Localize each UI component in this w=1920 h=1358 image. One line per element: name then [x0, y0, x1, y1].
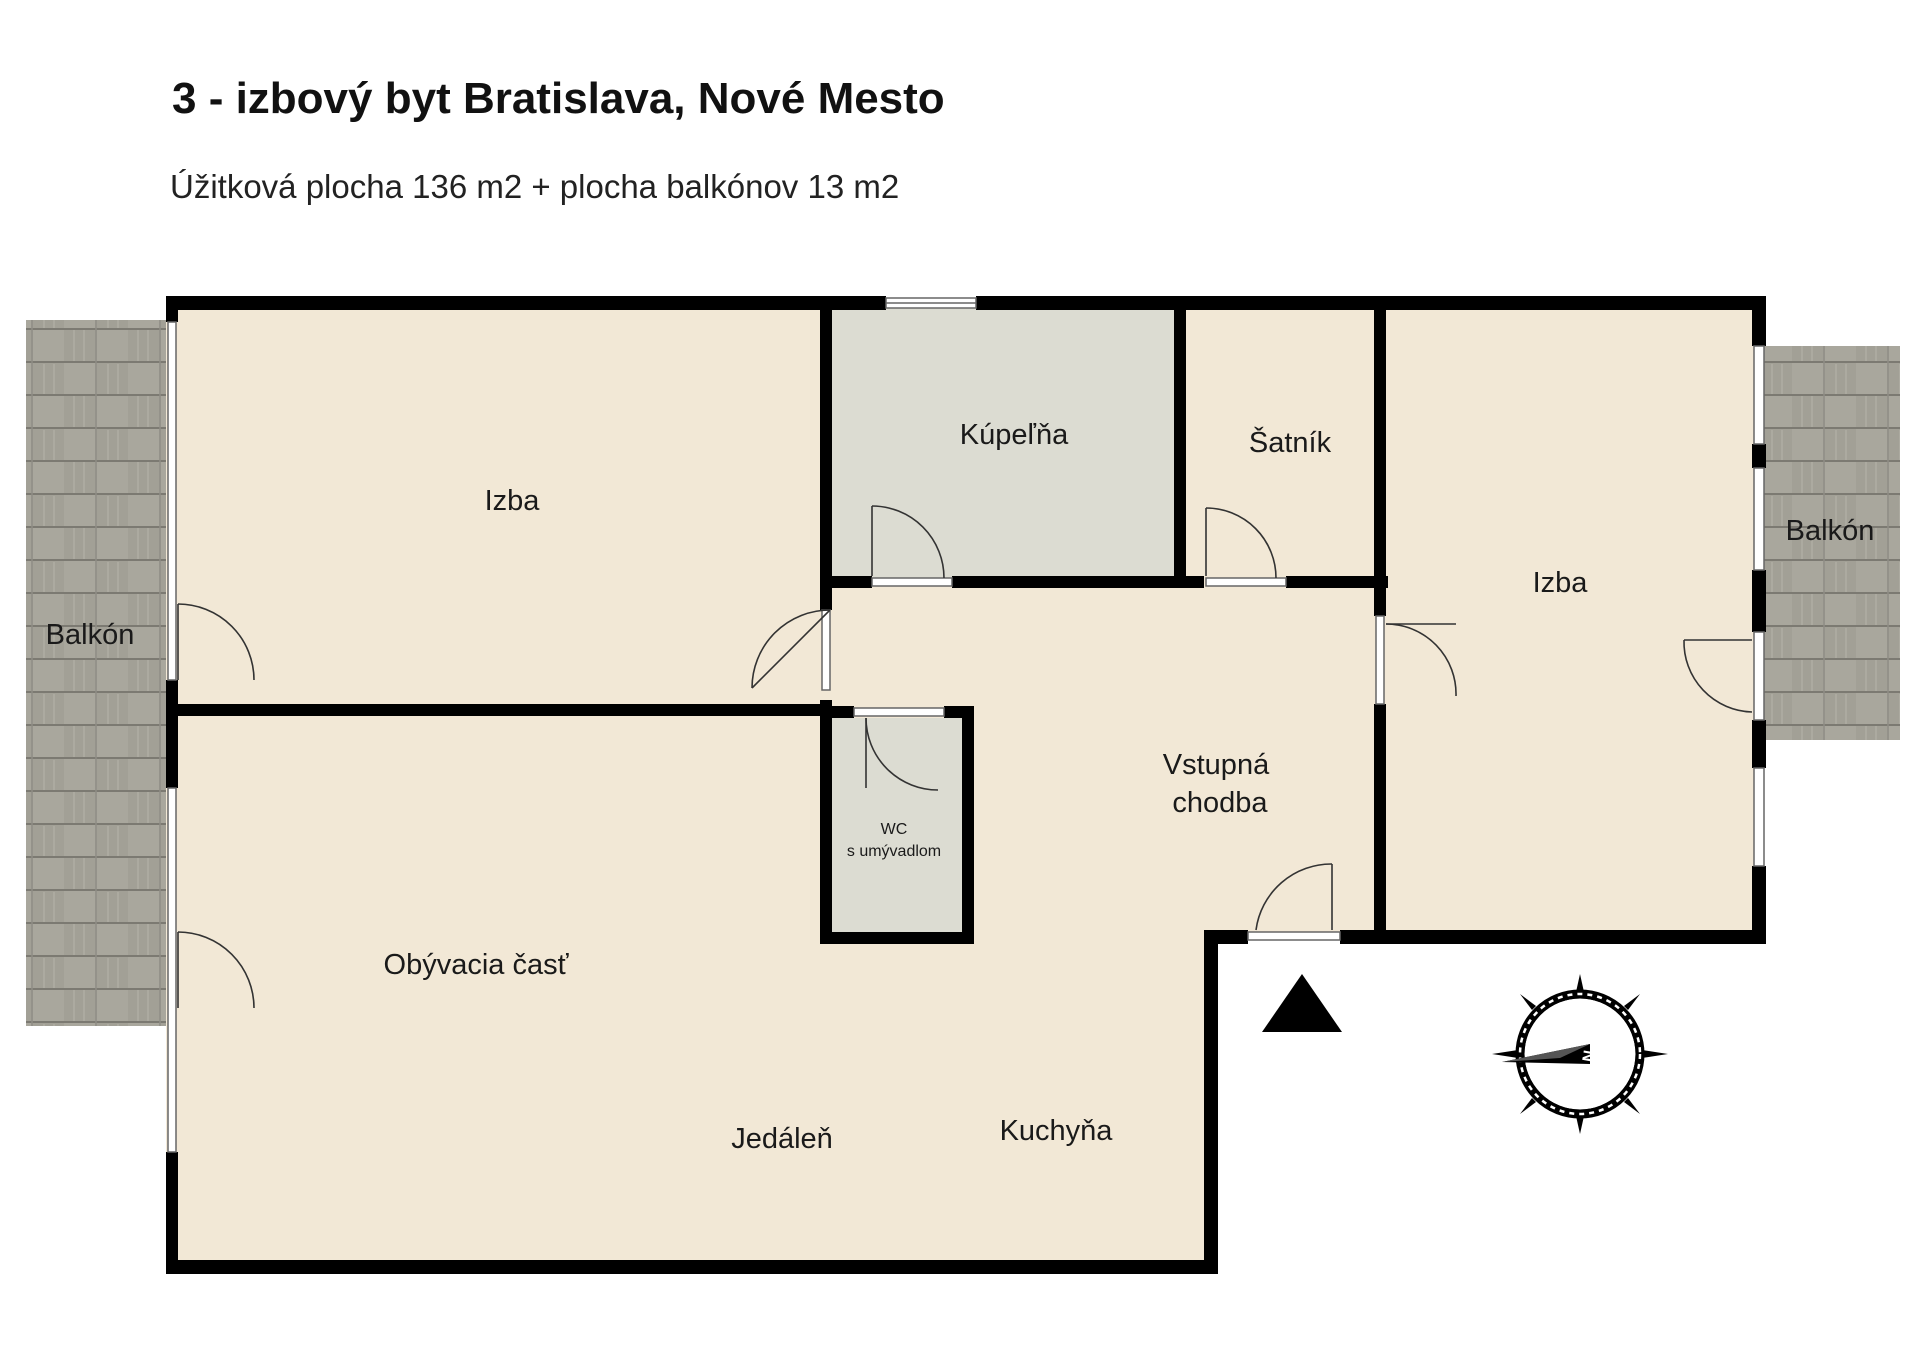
area-subtitle: Úžitková plocha 136 m2 + plocha balkónov…: [170, 168, 900, 205]
entrance-arrow-icon: [1262, 974, 1342, 1032]
room-labels: Balkón Balkón Izba Kúpeľňa Šatník Izba V…: [46, 419, 1875, 1155]
label-kitchen: Kuchyňa: [1000, 1115, 1114, 1147]
windows: [167, 297, 1765, 1153]
label-wc-2: s umývadlom: [847, 843, 941, 860]
label-wardrobe: Šatník: [1249, 425, 1332, 459]
doors: [177, 505, 1753, 1009]
label-room-left: Izba: [485, 485, 541, 517]
compass-north-letter: N: [1580, 1049, 1599, 1063]
label-living: Obývacia časť: [384, 949, 570, 981]
label-room-right: Izba: [1533, 567, 1589, 599]
label-wc-1: WC: [881, 821, 908, 838]
compass-icon: N: [1492, 974, 1668, 1134]
label-hallway-1: Vstupná: [1163, 749, 1270, 781]
label-hallway-2: chodba: [1172, 787, 1268, 819]
bathroom-floor: [830, 308, 1180, 578]
page-title: 3 - izbový byt Bratislava, Nové Mesto: [172, 74, 945, 123]
walls: [166, 296, 1766, 1274]
label-bathroom: Kúpeľňa: [960, 419, 1069, 451]
wc-floor: [830, 718, 962, 940]
label-balcony-left: Balkón: [46, 619, 135, 651]
balcony-left: [26, 320, 166, 1026]
label-dining: Jedáleň: [731, 1123, 833, 1155]
label-balcony-right: Balkón: [1786, 515, 1875, 547]
balcony-right: [1764, 346, 1900, 740]
door-thresholds: [821, 577, 1385, 941]
